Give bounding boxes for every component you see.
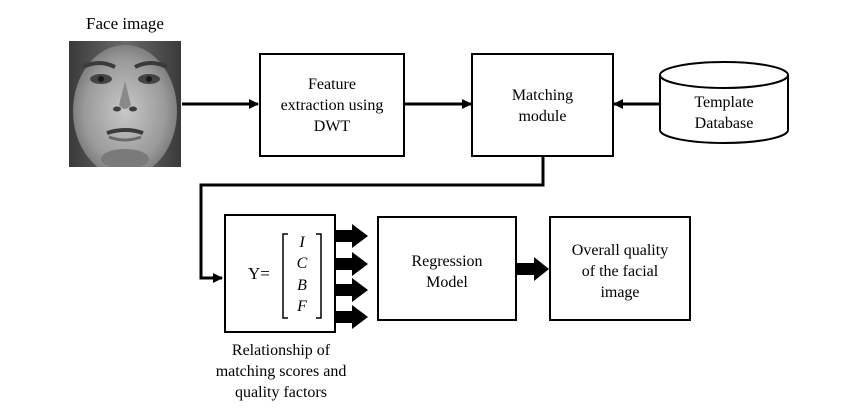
overall-quality-box: Overall quality of the facial image bbox=[549, 216, 691, 321]
regression-line-2: Model bbox=[426, 274, 468, 291]
arrow-matching-to-matrix bbox=[199, 157, 545, 283]
caption-line-1: Relationship of bbox=[231, 342, 331, 359]
feature-box-line-1: Feature bbox=[308, 75, 356, 93]
matrix-box: Y= I C B F bbox=[224, 214, 336, 333]
matrix-item-c: C bbox=[296, 255, 308, 272]
matrix-brackets bbox=[282, 233, 322, 319]
database-line-2: Database bbox=[694, 115, 754, 132]
matrix-item-f: F bbox=[297, 298, 307, 315]
matching-box-line-2: module bbox=[518, 108, 567, 125]
face-image-label: Face image bbox=[86, 14, 164, 33]
output-line-1: Overall quality bbox=[571, 242, 669, 259]
output-line-3: image bbox=[600, 284, 640, 301]
matching-module-box: Matching module bbox=[471, 53, 614, 157]
matrix-caption: Relationship of matching scores and qual… bbox=[196, 340, 366, 403]
output-line-2: of the facial bbox=[581, 263, 659, 280]
block-arrow-3 bbox=[336, 278, 368, 302]
block-arrow-regression-to-output bbox=[516, 257, 549, 281]
regression-line-1: Regression bbox=[411, 253, 483, 270]
block-arrow-2 bbox=[336, 252, 368, 276]
database-line-1: Template bbox=[694, 94, 754, 111]
caption-line-3: quality factors bbox=[235, 384, 327, 401]
face-photo bbox=[69, 41, 181, 167]
block-arrow-4 bbox=[336, 305, 368, 329]
matching-box-line-1: Matching bbox=[511, 87, 574, 104]
matrix-lhs: Y= bbox=[248, 264, 270, 283]
feature-box-line-2: extraction using bbox=[280, 96, 384, 114]
template-database-label: Template Database bbox=[660, 92, 788, 134]
block-arrow-1 bbox=[336, 224, 368, 248]
matrix-item-i: I bbox=[299, 234, 305, 251]
database-cylinder-icon bbox=[659, 61, 789, 144]
caption-line-2: matching scores and bbox=[215, 363, 347, 380]
matrix-item-b: B bbox=[297, 277, 307, 294]
feature-box-line-3: DWT bbox=[313, 117, 351, 135]
regression-model-box: Regression Model bbox=[377, 216, 517, 321]
feature-extraction-box: Feature extraction using DWT bbox=[259, 53, 405, 157]
